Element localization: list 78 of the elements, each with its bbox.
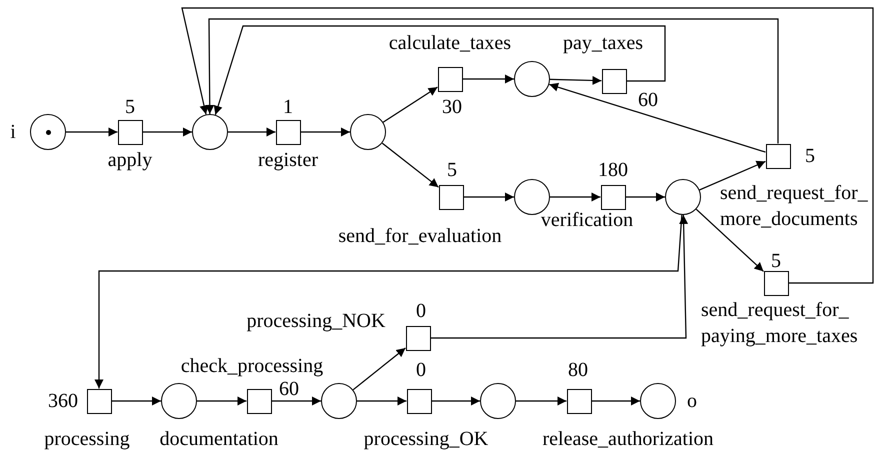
- arrow: [462, 74, 514, 84]
- arrow: [550, 192, 600, 202]
- arrow: [272, 396, 321, 406]
- node-label: 180: [598, 158, 628, 183]
- arrow: [550, 76, 602, 85]
- node-label: send_request_for_ paying_more_taxes: [701, 298, 859, 349]
- node-label: send_request_for_ more_documents: [720, 181, 869, 232]
- place-circle: [480, 383, 516, 419]
- node-label: calculate_taxes: [388, 31, 512, 56]
- arrow: [516, 396, 566, 406]
- node-label: release_authorization: [542, 427, 714, 452]
- node-label: 5: [447, 158, 457, 183]
- node-label: register: [258, 148, 318, 173]
- transition-box: [566, 388, 592, 414]
- arrow: [142, 128, 192, 136]
- place-circle: [161, 383, 197, 419]
- transition-box: [246, 388, 272, 414]
- arrow: [205, 18, 779, 144]
- arrow: [696, 208, 764, 272]
- arrow: [626, 192, 665, 202]
- arrow: [181, 7, 874, 284]
- arrow: [432, 396, 480, 406]
- place-circle: [665, 179, 701, 215]
- transition-box: [600, 184, 626, 210]
- node-label: send_for_evaluation: [338, 224, 502, 249]
- arrow: [699, 160, 766, 190]
- transition-box: [406, 326, 430, 350]
- arrow: [197, 396, 246, 406]
- transition-box: [438, 66, 462, 92]
- transition-box: [406, 388, 432, 414]
- node-label: verification: [540, 208, 634, 233]
- node-label: 5: [771, 249, 781, 274]
- node-label: processing: [44, 427, 130, 452]
- node-label: apply: [108, 148, 152, 173]
- node-label: 0: [416, 299, 426, 324]
- place-circle: [192, 114, 228, 150]
- arrow: [592, 396, 640, 406]
- node-label: 80: [568, 358, 588, 383]
- arrow: [382, 86, 438, 123]
- transition-box: [764, 270, 788, 296]
- place-circle: [321, 383, 357, 419]
- transition-box: [86, 388, 112, 414]
- transition-box: [766, 144, 790, 168]
- place-circle: [514, 61, 550, 97]
- place-circle: [30, 114, 66, 150]
- transition-box: [438, 184, 464, 210]
- node-label: 0: [416, 358, 426, 383]
- node-label: 360: [48, 389, 78, 414]
- arrow: [300, 128, 350, 136]
- node-label: pay_taxes: [563, 31, 643, 56]
- node-label: 60: [638, 88, 658, 113]
- arrow: [464, 192, 514, 202]
- node-label: 1: [283, 95, 293, 120]
- node-label: processing_NOK: [246, 309, 386, 334]
- arrow: [66, 128, 118, 136]
- node-label: 5: [125, 95, 135, 120]
- node-label: 60: [279, 377, 299, 402]
- arrow: [94, 214, 682, 388]
- arrow: [352, 348, 406, 390]
- node-label: documentation: [160, 427, 278, 452]
- arrow: [430, 214, 688, 339]
- arrow: [228, 128, 276, 136]
- arrow: [112, 396, 161, 406]
- arrow: [357, 396, 406, 406]
- arrow: [382, 142, 439, 188]
- node-label: 30: [442, 95, 462, 120]
- place-circle: [640, 383, 676, 419]
- place-circle: [350, 114, 386, 150]
- node-label: o: [687, 389, 697, 414]
- node-label: processing_OK: [364, 427, 488, 452]
- node-label: i: [10, 120, 16, 145]
- arrow: [549, 82, 766, 153]
- node-label: check_processing: [180, 354, 324, 379]
- transition-box: [118, 120, 142, 144]
- arrow: [214, 25, 666, 115]
- transition-box: [276, 120, 300, 144]
- node-label: 5: [805, 144, 815, 169]
- transition-box: [602, 68, 626, 94]
